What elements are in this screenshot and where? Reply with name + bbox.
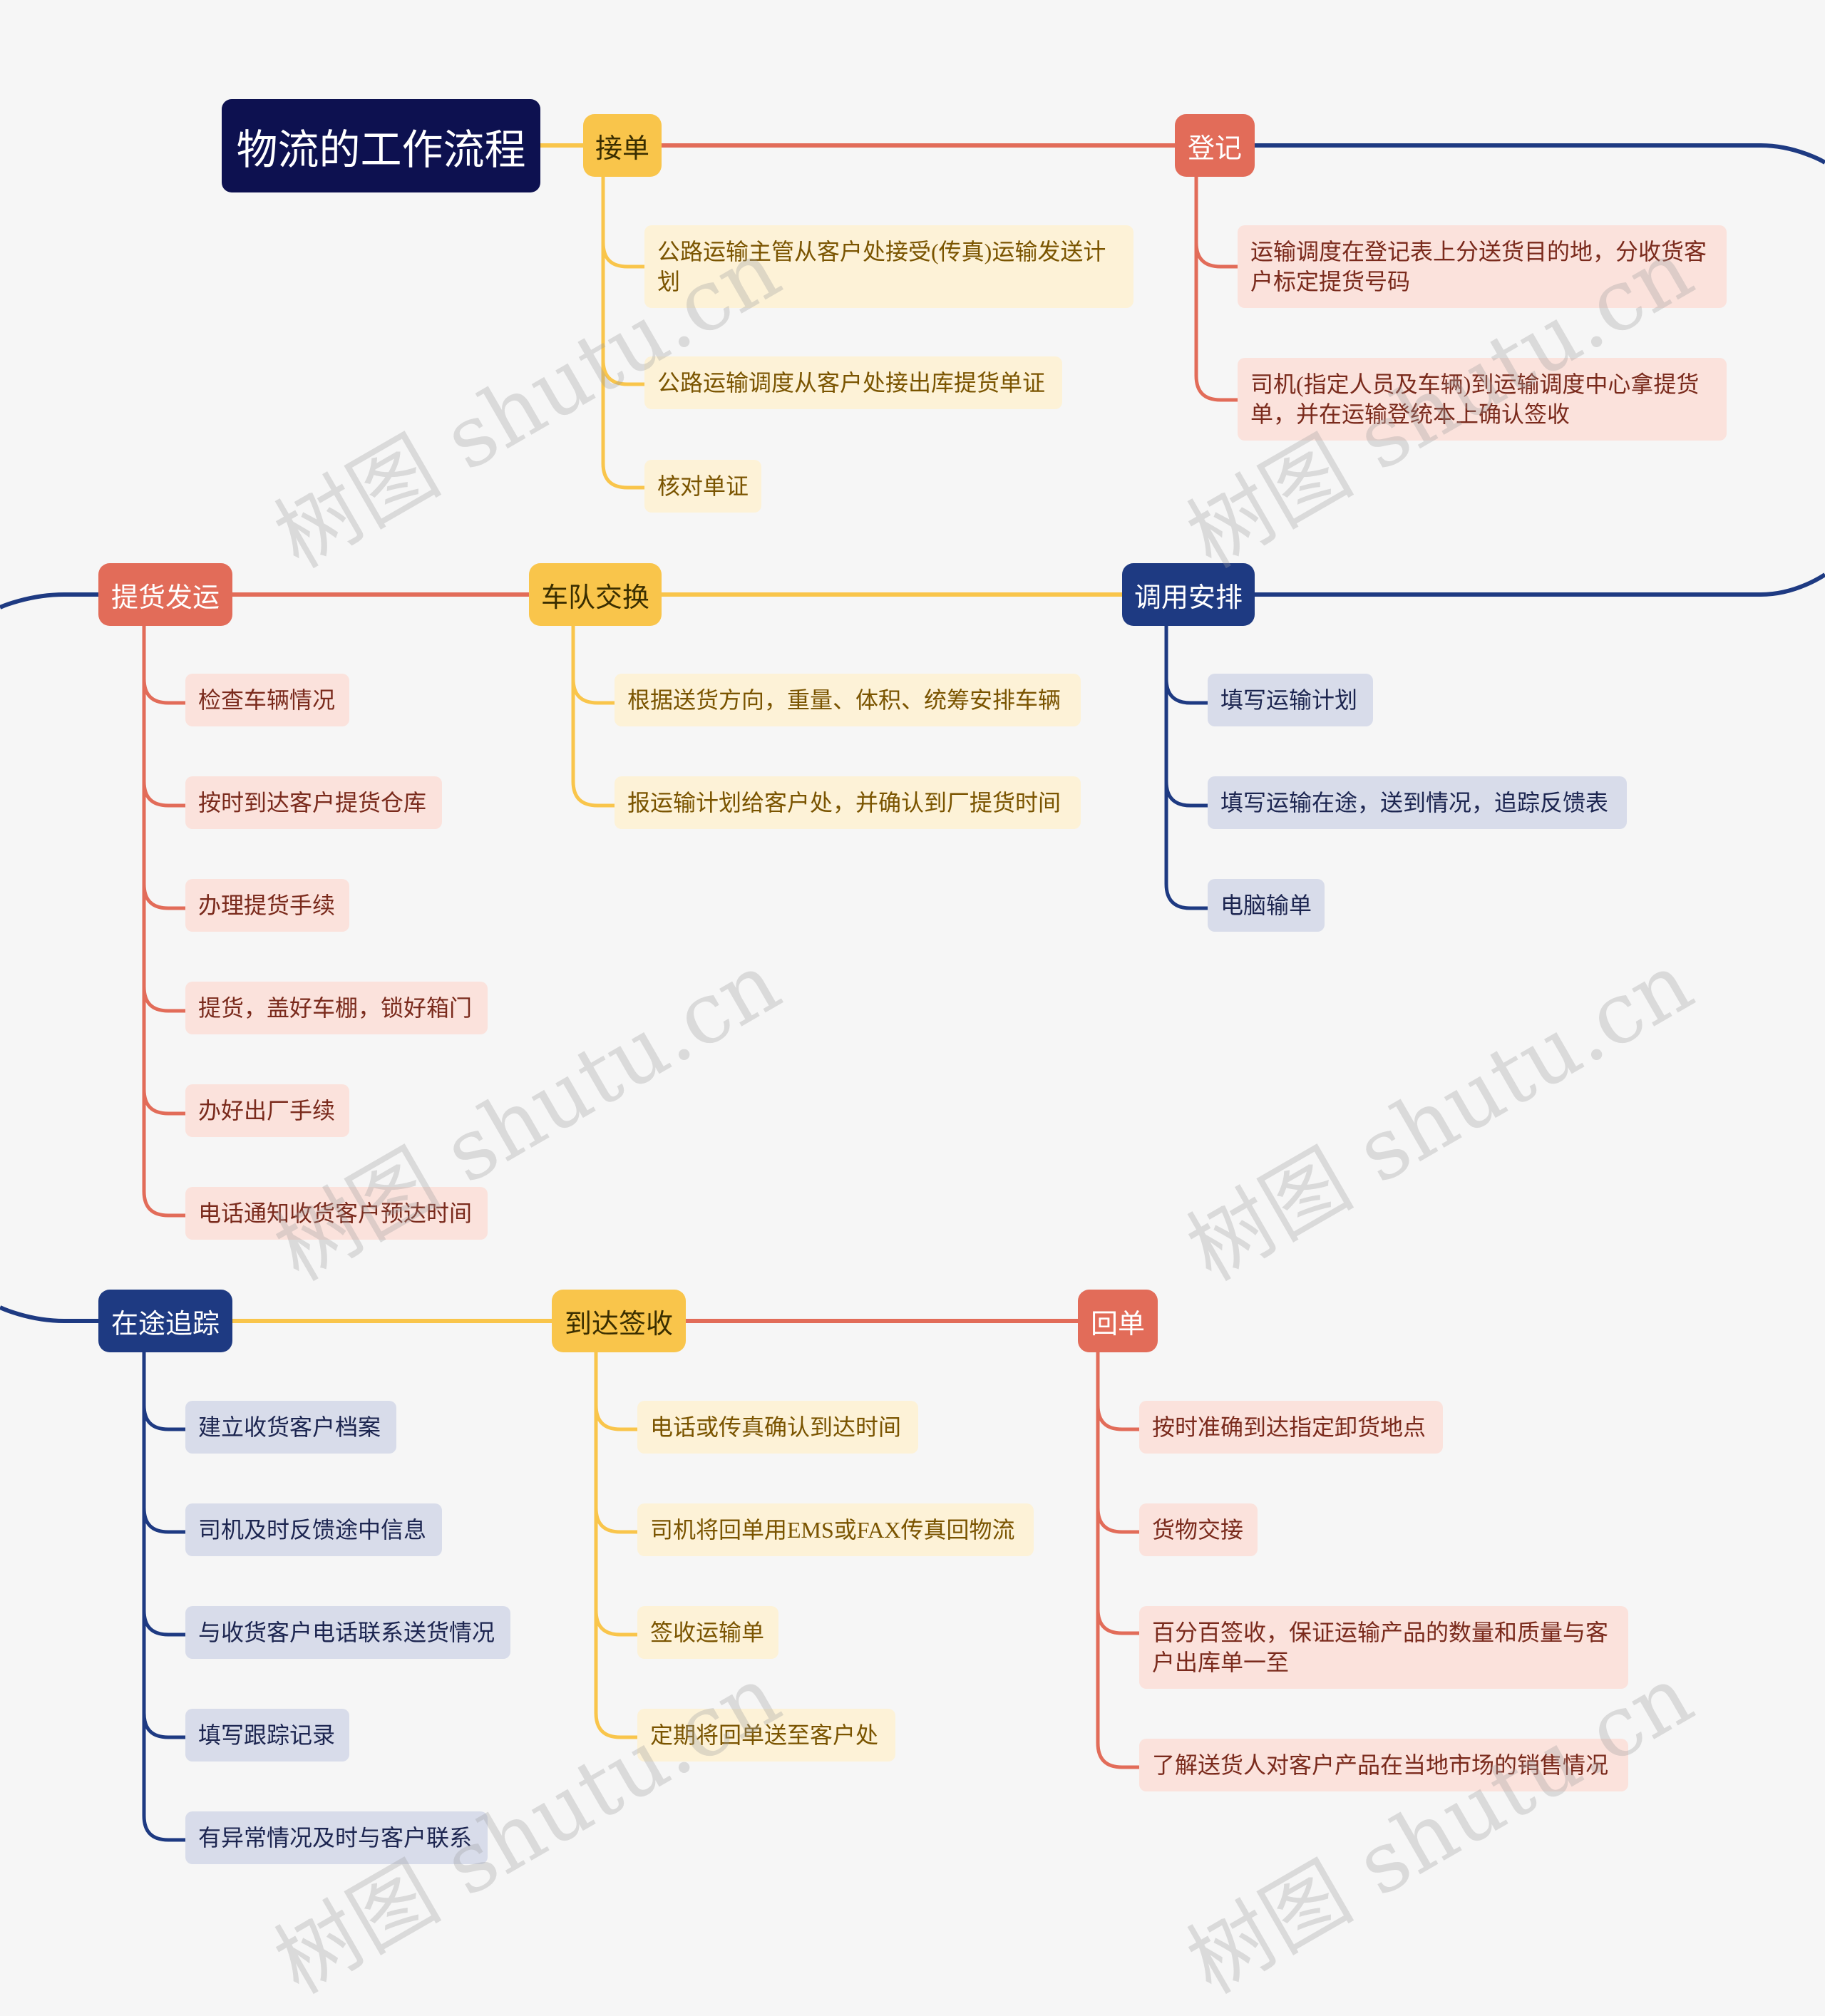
- branch-pickup-dispatch[interactable]: 提货发运: [98, 563, 232, 626]
- leaf-return-receipt-3: 百分百签收，保证运输产品的数量和质量与客户出库单一至: [1139, 1606, 1628, 1689]
- leaf-arrival-sign-4: 定期将回单送至客户处: [637, 1709, 895, 1762]
- leaf-pickup-dispatch-1: 检查车辆情况: [185, 674, 349, 726]
- leaf-tracking-5: 有异常情况及时与客户联系: [185, 1811, 488, 1864]
- branch-in-transit-tracking[interactable]: 在途追踪: [98, 1290, 232, 1352]
- connector-lines: [0, 143, 1825, 1842]
- leaf-accept-order-1: 公路运输主管从客户处接受(传真)运输发送计划: [644, 225, 1133, 308]
- branch-return-receipt[interactable]: 回单: [1078, 1290, 1158, 1352]
- leaf-return-receipt-1: 按时准确到达指定卸货地点: [1139, 1401, 1443, 1454]
- leaf-tracking-4: 填写跟踪记录: [185, 1709, 349, 1762]
- branch-arrival-sign[interactable]: 到达签收: [552, 1290, 686, 1352]
- leaf-fleet-exchange-2: 报运输计划给客户处，并确认到厂提货时间: [615, 776, 1081, 829]
- leaf-dispatch-3: 电脑输单: [1208, 879, 1325, 932]
- leaf-register-1: 运输调度在登记表上分送货目的地，分收货客户标定提货号码: [1238, 225, 1727, 308]
- leaf-arrival-sign-3: 签收运输单: [637, 1606, 778, 1659]
- leaf-tracking-2: 司机及时反馈途中信息: [185, 1503, 442, 1556]
- leaf-return-receipt-4: 了解送货人对客户产品在当地市场的销售情况: [1139, 1739, 1628, 1791]
- leaf-arrival-sign-1: 电话或传真确认到达时间: [637, 1401, 918, 1454]
- leaf-arrival-sign-2: 司机将回单用EMS或FAX传真回物流: [637, 1503, 1034, 1556]
- branch-dispatch[interactable]: 调用安排: [1122, 563, 1255, 626]
- leaf-pickup-dispatch-5: 办好出厂手续: [185, 1084, 349, 1137]
- leaf-fleet-exchange-1: 根据送货方向，重量、体积、统筹安排车辆: [615, 674, 1081, 726]
- leaf-pickup-dispatch-3: 办理提货手续: [185, 879, 349, 932]
- leaf-tracking-3: 与收货客户电话联系送货情况: [185, 1606, 510, 1659]
- root-title[interactable]: 物流的工作流程: [222, 99, 540, 192]
- leaf-pickup-dispatch-6: 电话通知收货客户预达时间: [185, 1187, 488, 1240]
- leaf-dispatch-2: 填写运输在途，送到情况，追踪反馈表: [1208, 776, 1627, 829]
- leaf-register-2: 司机(指定人员及车辆)到运输调度中心拿提货单，并在运输登统本上确认签收: [1238, 358, 1727, 441]
- leaf-dispatch-1: 填写运输计划: [1208, 674, 1373, 726]
- leaf-pickup-dispatch-2: 按时到达客户提货仓库: [185, 776, 442, 829]
- leaf-tracking-1: 建立收货客户档案: [185, 1401, 396, 1454]
- branch-register[interactable]: 登记: [1175, 114, 1255, 177]
- branch-fleet-exchange[interactable]: 车队交换: [529, 563, 662, 626]
- leaf-accept-order-3: 核对单证: [644, 460, 761, 513]
- leaf-accept-order-2: 公路运输调度从客户处接出库提货单证: [644, 356, 1062, 409]
- leaf-return-receipt-2: 货物交接: [1139, 1503, 1258, 1556]
- branch-accept-order[interactable]: 接单: [583, 114, 662, 177]
- leaf-pickup-dispatch-4: 提货，盖好车棚，锁好箱门: [185, 982, 488, 1034]
